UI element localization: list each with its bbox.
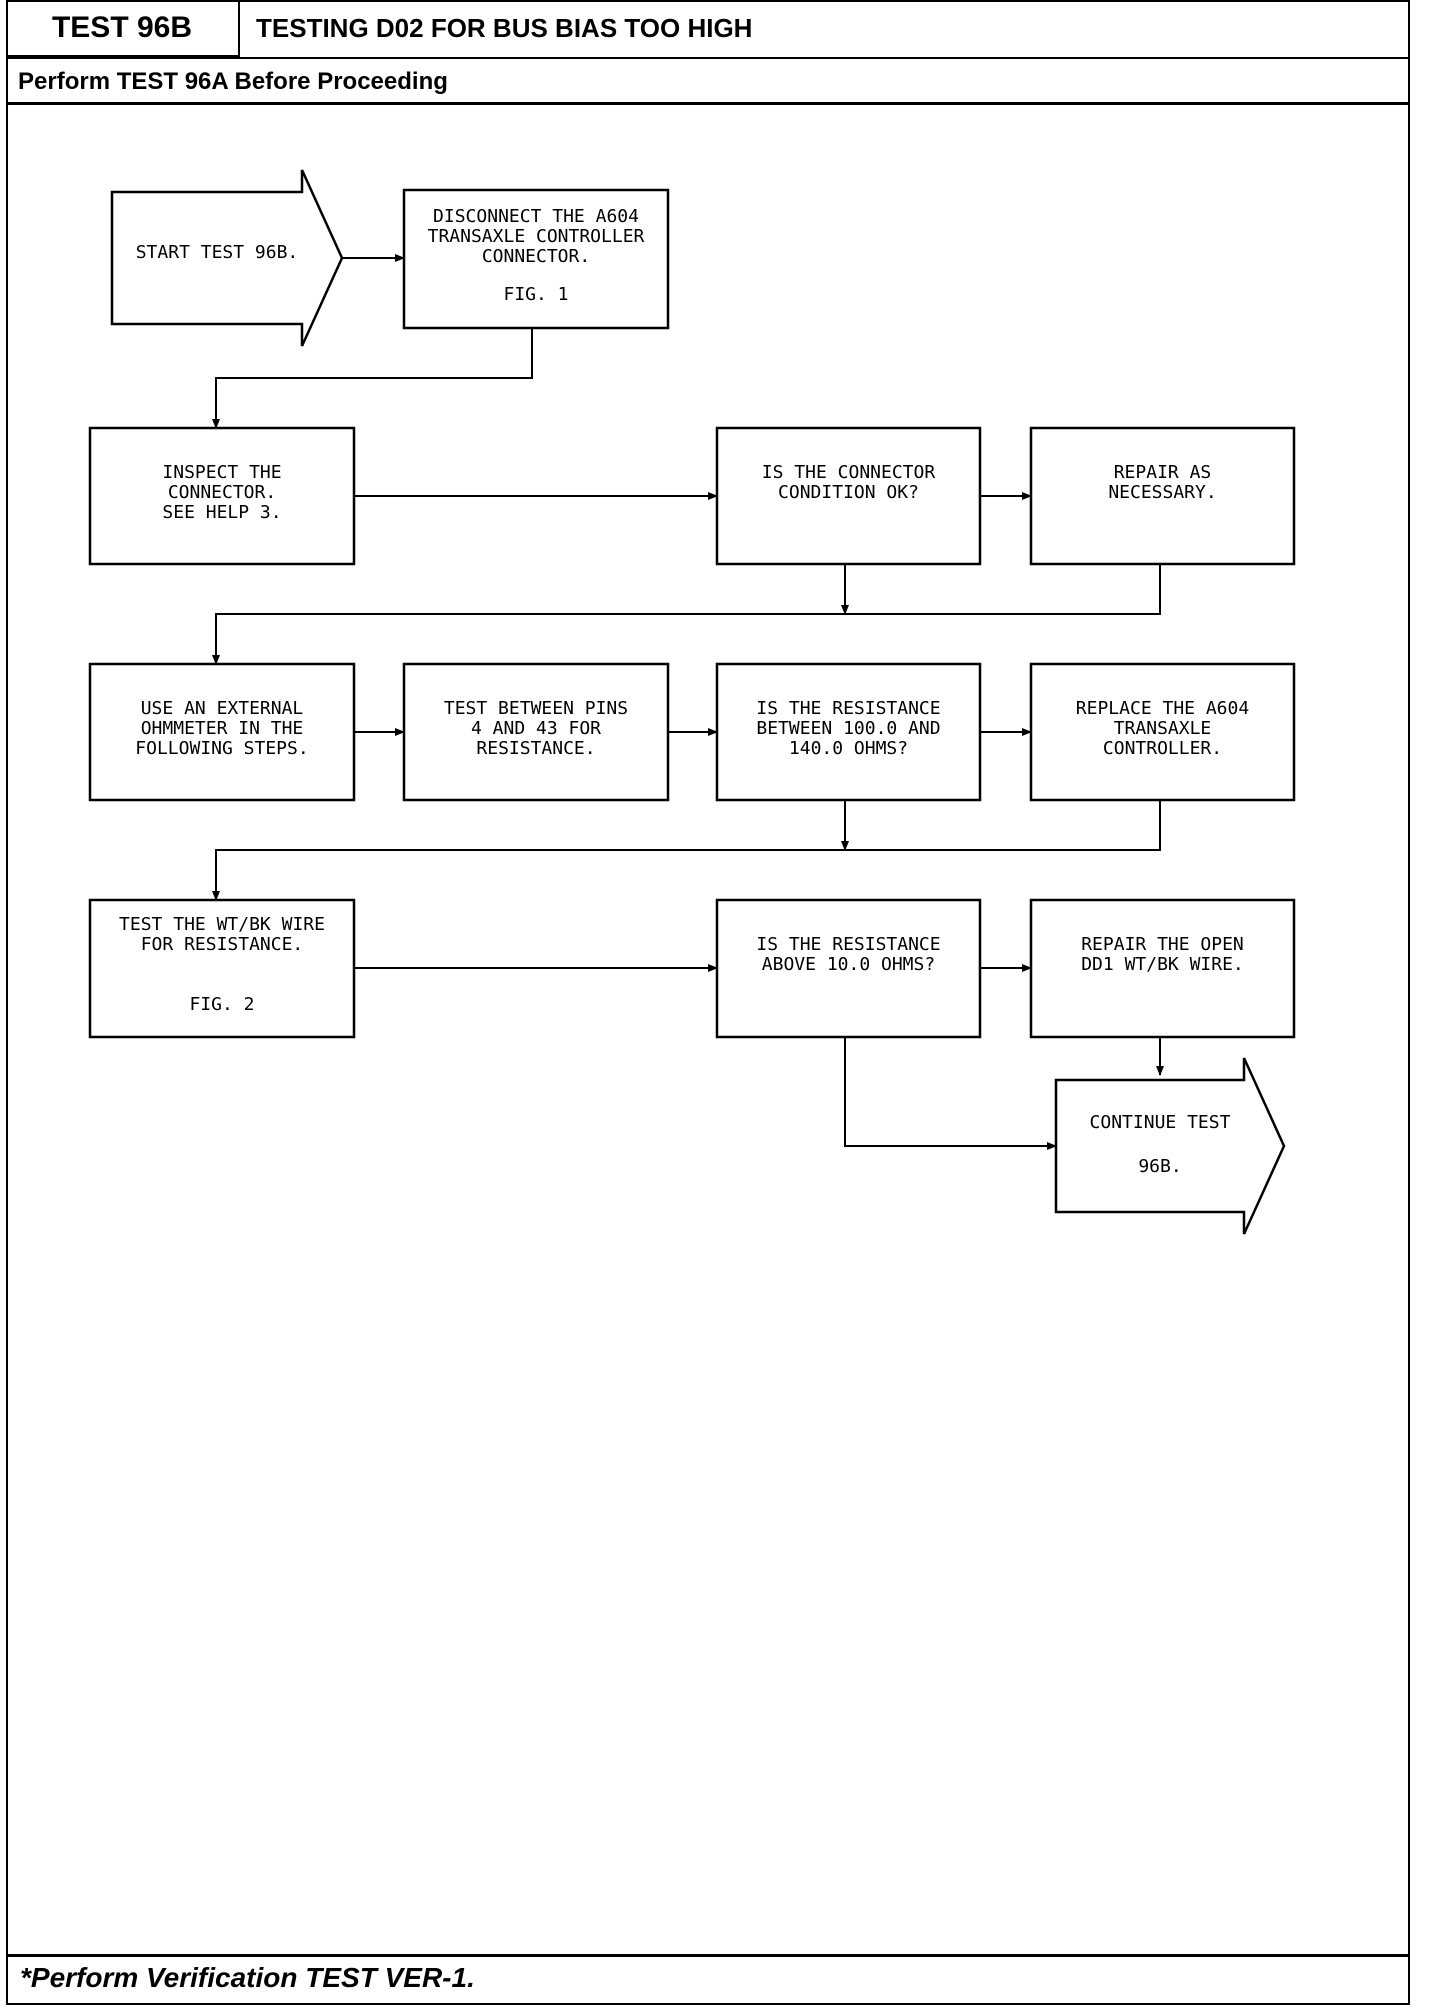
edges-layer	[212, 254, 1164, 1150]
verification-note: *Perform Verification TEST VER-1.	[20, 1962, 475, 1993]
node-text-line: CONNECTOR.	[482, 246, 590, 267]
node-text-line: FOLLOWING STEPS.	[135, 738, 308, 759]
node-text-line: TEST THE WT/BK WIRE	[119, 914, 325, 935]
node-shape-arrow	[110, 169, 344, 347]
node-text-line: USE AN EXTERNAL	[141, 698, 304, 719]
node-shape-box	[88, 426, 356, 566]
node-text-line: DISCONNECT THE A604	[433, 206, 639, 227]
node-text-line: START TEST 96B.	[136, 242, 299, 263]
node-text-line: 4 AND 43 FOR	[471, 718, 601, 739]
node-shape-box	[1029, 898, 1296, 1039]
node-text-line: TRANSAXLE	[1114, 718, 1212, 739]
node-text-line: FOR RESISTANCE.	[141, 934, 304, 955]
node-shape-box	[88, 898, 356, 1039]
node-text-line: CONNECTOR.	[168, 482, 276, 503]
node-shape-box	[88, 662, 356, 802]
node-text-line: IS THE CONNECTOR	[762, 462, 936, 483]
node-text-line: TRANSAXLE CONTROLLER	[428, 226, 645, 247]
node-text-line: OHMMETER IN THE	[141, 718, 304, 739]
node-shape-arrow	[1054, 1057, 1286, 1235]
node-text-line: INSPECT THE	[162, 462, 281, 483]
node-text-line: BETWEEN 100.0 AND	[756, 718, 940, 739]
node-shape-box	[402, 662, 670, 802]
prerequisite-note: Perform TEST 96A Before Proceeding	[18, 68, 448, 95]
node-figure-ref: FIG. 1	[503, 284, 568, 305]
node-text-line: CONTROLLER.	[1103, 738, 1222, 759]
edge-q-resistance-above-to-continue	[844, 1037, 1057, 1150]
node-text-line: NECESSARY.	[1108, 482, 1216, 503]
node-figure-ref: FIG. 2	[189, 994, 254, 1015]
node-shape-box	[402, 188, 670, 330]
node-text-line: REPLACE THE A604	[1076, 698, 1249, 719]
node-text-line: 140.0 OHMS?	[789, 738, 908, 759]
edge-disconnect-to-inspect	[212, 328, 533, 429]
node-text-line: SEE HELP 3.	[162, 502, 281, 523]
edge-repair-connector-to-use-ohmmeter	[212, 564, 1161, 665]
node-text-line: DD1 WT/BK WIRE.	[1081, 954, 1244, 975]
node-text-line: RESISTANCE.	[476, 738, 595, 759]
node-text-line: IS THE RESISTANCE	[756, 934, 940, 955]
node-shape-box	[1029, 426, 1296, 566]
node-text-line: CONTINUE TEST	[1090, 1112, 1231, 1133]
node-text-line: CONDITION OK?	[778, 482, 919, 503]
node-text-line: ABOVE 10.0 OHMS?	[762, 954, 935, 975]
header-divider	[6, 57, 1410, 59]
node-shape-box	[715, 662, 982, 802]
edge-replace-controller-to-test-wire	[212, 800, 1161, 901]
node-text-line: 96B.	[1138, 1156, 1181, 1177]
node-continue: CONTINUE TEST 96B.	[1054, 1057, 1286, 1235]
node-shape-box	[715, 426, 982, 566]
node-start: START TEST 96B.	[110, 169, 344, 347]
node-text-line: TEST BETWEEN PINS	[444, 698, 628, 719]
node-text-line: REPAIR AS	[1114, 462, 1212, 483]
node-shape-box	[1029, 662, 1296, 802]
header-bottom-rule	[6, 102, 1410, 105]
test-title: TESTING D02 FOR BUS BIAS TOO HIGH	[256, 13, 753, 43]
test-id: TEST 96B	[6, 0, 240, 57]
node-text-line: IS THE RESISTANCE	[756, 698, 940, 719]
nodes-layer: START TEST 96B.DISCONNECT THE A604TRANSA…	[88, 169, 1296, 1235]
node-shape-box	[715, 898, 982, 1039]
node-text-line: REPAIR THE OPEN	[1081, 934, 1244, 955]
page-frame	[6, 0, 1410, 2005]
footer-rule	[6, 1954, 1410, 1957]
page-header: TEST 96B TESTING D02 FOR BUS BIAS TOO HI…	[6, 0, 1410, 105]
